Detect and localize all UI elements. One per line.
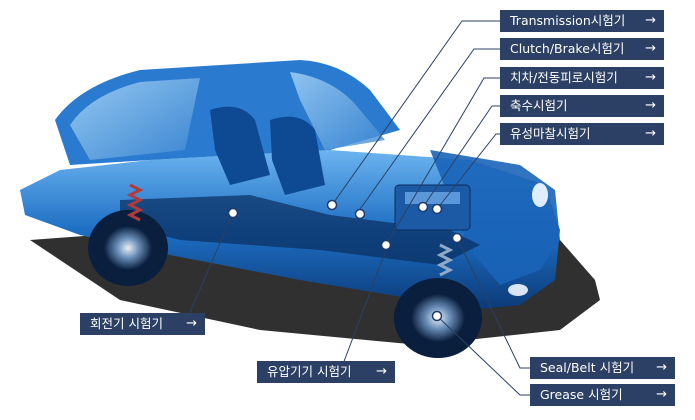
- callout-label: 유압기기 시험기: [267, 364, 352, 379]
- car-headlight: [532, 183, 548, 207]
- callout-label: Grease 시험기: [540, 387, 623, 402]
- car-front-spring: [436, 243, 454, 277]
- callout-label: Seal/Belt 시험기: [540, 360, 635, 375]
- callout-gear-fatigue[interactable]: 치차/전동피로시험기 →: [500, 67, 664, 89]
- arrow-right-icon: →: [645, 13, 656, 28]
- callout-label: 유성마찰시험기: [510, 126, 591, 141]
- callout-axle[interactable]: 축수시험기 →: [500, 95, 664, 117]
- callout-transmission[interactable]: Transmission시험기 →: [500, 10, 664, 32]
- marker-transmission: [326, 199, 338, 211]
- callout-hydraulic[interactable]: 유압기기 시험기 →: [257, 361, 395, 383]
- arrow-right-icon: →: [645, 98, 656, 113]
- leader-gear-fatigue: [385, 77, 500, 246]
- car-windshield: [290, 72, 385, 150]
- arrow-right-icon: →: [645, 126, 656, 141]
- marker-clutch-brake: [354, 208, 366, 220]
- callout-label: Clutch/Brake시험기: [510, 41, 625, 56]
- leader-grease: [436, 315, 530, 396]
- car-rear-window: [70, 78, 200, 160]
- leader-axle: [422, 105, 500, 208]
- callout-oil-friction[interactable]: 유성마찰시험기 →: [500, 123, 664, 145]
- callout-label: Transmission시험기: [510, 13, 626, 28]
- car-engine-detail: [405, 192, 460, 204]
- car-seat-front: [270, 116, 325, 195]
- marker-axle: [417, 201, 429, 213]
- leader-clutch-brake: [357, 48, 500, 213]
- callout-clutch-brake[interactable]: Clutch/Brake시험기 →: [500, 38, 664, 60]
- arrow-right-icon: →: [656, 360, 667, 375]
- marker-rotation: [227, 207, 239, 219]
- callout-label: 축수시험기: [510, 98, 568, 113]
- callout-label: 치차/전동피로시험기: [510, 70, 618, 85]
- marker-seal-belt: [451, 232, 463, 244]
- arrow-right-icon: →: [186, 316, 197, 331]
- marker-gear-fatigue: [380, 239, 392, 251]
- car-front-light: [508, 284, 528, 296]
- arrow-right-icon: →: [656, 387, 667, 402]
- callout-seal-belt[interactable]: Seal/Belt 시험기 →: [530, 357, 675, 379]
- car-front-panel: [430, 150, 560, 285]
- leader-oil-friction: [436, 133, 500, 210]
- callout-label: 회전기 시험기: [90, 316, 163, 331]
- leader-seal-belt: [456, 237, 530, 369]
- car-rear-wheel-hub: [104, 226, 152, 270]
- marker-grease: [431, 310, 443, 322]
- arrow-right-icon: →: [376, 364, 387, 379]
- callout-rotation[interactable]: 회전기 시험기 →: [80, 313, 205, 335]
- marker-oil-friction: [431, 203, 443, 215]
- car-rear-spring: [126, 183, 144, 222]
- car-seat-rear: [210, 106, 270, 185]
- callout-grease[interactable]: Grease 시험기 →: [530, 384, 675, 406]
- leader-transmission: [331, 20, 500, 206]
- arrow-right-icon: →: [645, 41, 656, 56]
- arrow-right-icon: →: [645, 70, 656, 85]
